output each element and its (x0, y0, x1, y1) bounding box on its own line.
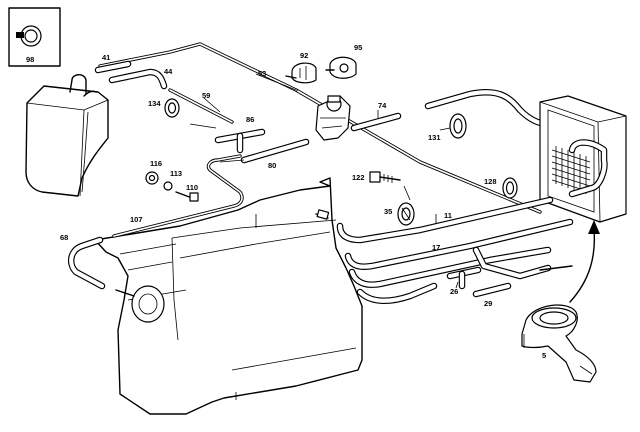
heater-core (539, 95, 627, 223)
hose-29 (472, 282, 512, 298)
clamp-92 (285, 62, 317, 84)
label-53: 53 (258, 69, 266, 78)
hose-44 (108, 68, 168, 90)
label-107: 107 (130, 215, 143, 224)
bolt-122 (369, 171, 401, 183)
label-131: 131 (428, 133, 441, 142)
label-59: 59 (202, 91, 210, 100)
hose-41 (94, 60, 132, 74)
part-labels: 98 41 44 53 92 95 59 134 86 74 131 116 1… (26, 43, 546, 360)
grommet-131 (449, 113, 467, 139)
hose-17 (344, 218, 574, 288)
label-92: 92 (300, 51, 308, 60)
label-86: 86 (246, 115, 254, 124)
label-5: 5 (542, 351, 546, 360)
label-116: 116 (150, 159, 162, 168)
clamp-95 (325, 56, 357, 79)
label-68: 68 (60, 233, 68, 242)
tee-26 (446, 266, 482, 290)
label-98: 98 (26, 55, 34, 64)
label-122: 122 (352, 173, 365, 182)
leader-lines (189, 73, 459, 289)
label-134: 134 (148, 99, 161, 108)
label-17: 17 (432, 243, 440, 252)
nut-116 (145, 171, 159, 185)
connector-5 (521, 304, 597, 383)
label-95: 95 (354, 43, 362, 52)
hose-lower (356, 246, 573, 304)
label-113: 113 (170, 169, 182, 178)
grommet-134 (164, 98, 180, 118)
line-107 (112, 154, 244, 238)
label-110: 110 (186, 183, 198, 192)
hose-68 (67, 236, 106, 290)
label-11: 11 (444, 211, 452, 220)
engine-block (94, 177, 363, 415)
label-35: 35 (384, 207, 392, 216)
label-128: 128 (484, 177, 497, 186)
grommet-128 (502, 177, 518, 199)
expansion-tank (25, 74, 109, 197)
label-41: 41 (102, 53, 110, 62)
washer-113 (163, 181, 173, 191)
bolt-110 (175, 191, 199, 202)
label-44: 44 (164, 67, 173, 76)
label-80: 80 (268, 161, 276, 170)
tee-86 (214, 128, 266, 154)
label-29: 29 (484, 299, 492, 308)
connector-35 (397, 202, 415, 226)
line-59 (168, 88, 234, 124)
heater-core-fins (551, 146, 591, 194)
hose-80 (240, 138, 310, 164)
label-26: 26 (450, 287, 458, 296)
arrow-to-heater (569, 220, 600, 303)
valve-assembly (315, 95, 351, 141)
hose-11 (336, 196, 554, 244)
label-74: 74 (378, 101, 387, 110)
inset-box-clamp-98 (8, 7, 61, 67)
